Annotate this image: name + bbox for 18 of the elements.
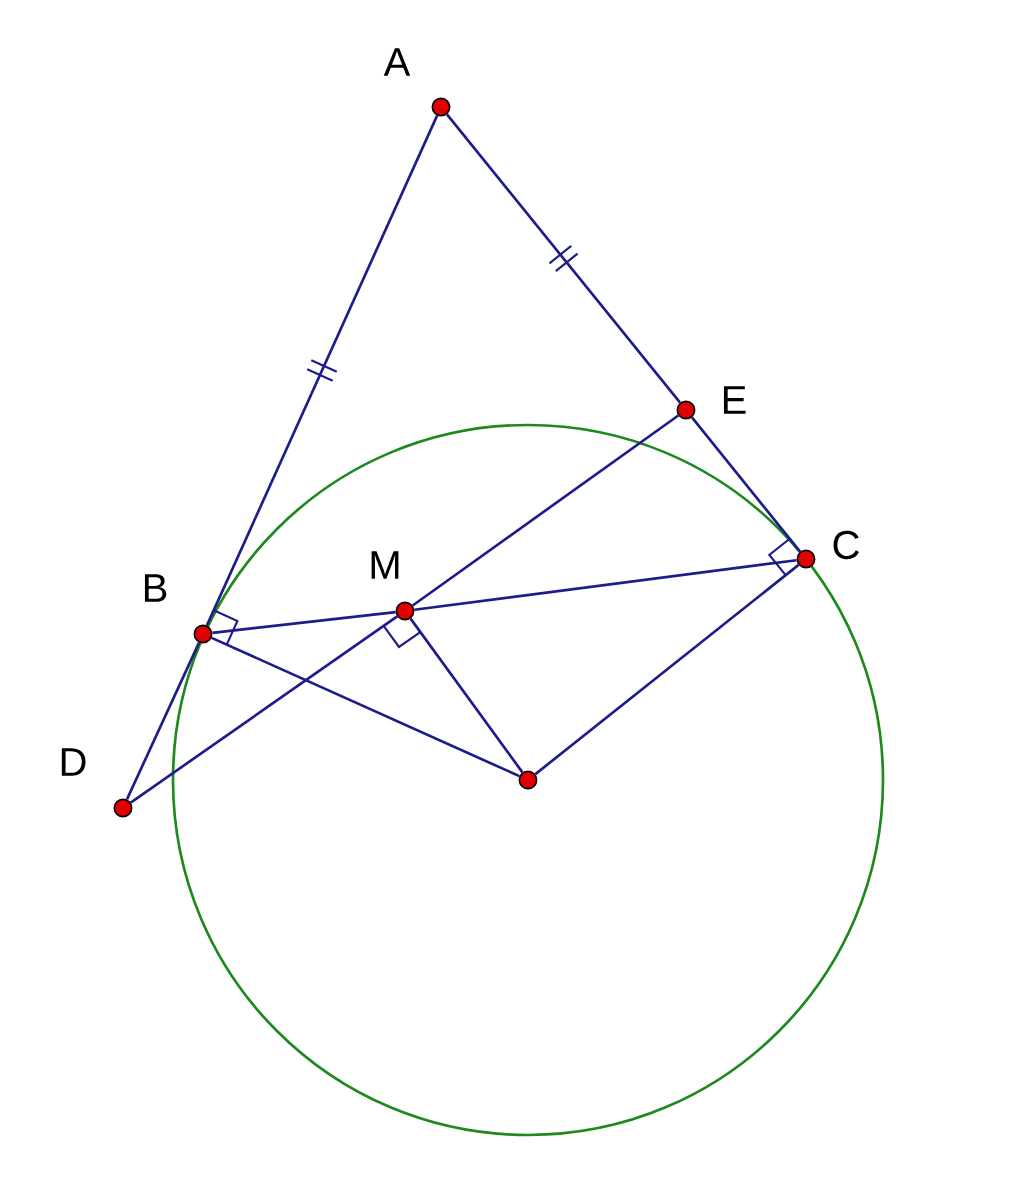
line-segment	[205, 115, 439, 626]
point-label: B	[144, 574, 167, 602]
line-segment	[411, 414, 680, 607]
point-label: D	[61, 748, 86, 776]
line-segment	[125, 642, 201, 800]
line-segment	[212, 610, 396, 635]
line-segment	[414, 558, 797, 612]
line-segment	[534, 563, 800, 776]
line-segment	[409, 617, 524, 774]
point-label: C	[833, 530, 859, 560]
point-label: M	[371, 551, 399, 579]
point-dot	[518, 770, 538, 790]
line-segment	[690, 416, 802, 553]
point-label: E	[723, 386, 746, 414]
line-segment	[130, 615, 398, 804]
line-segment	[211, 636, 520, 778]
point-label: A	[383, 48, 411, 76]
line-segment	[445, 113, 682, 404]
